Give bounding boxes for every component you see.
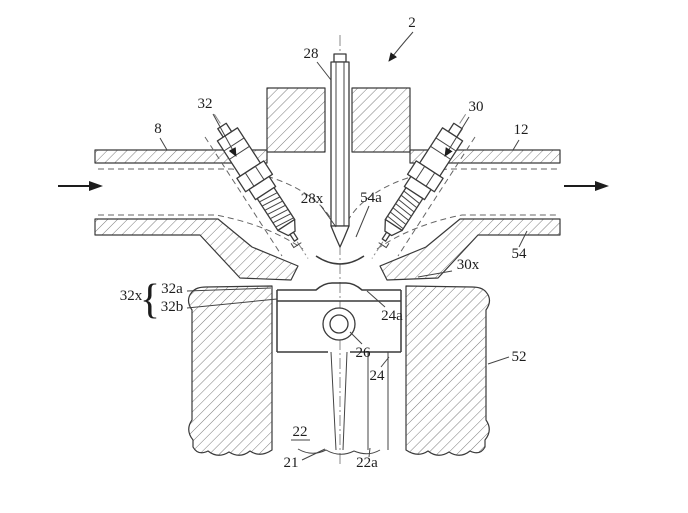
combustion-chamber-dome [315,255,365,265]
label-21: 21 [284,455,299,471]
fuel-injector [330,53,350,248]
label-24: 24 [370,368,386,384]
label-32a: 32a [161,281,183,297]
label-26: 26 [356,345,372,361]
label-2: 2 [408,15,416,31]
piston-assembly [276,282,402,455]
leader-8 [159,137,168,151]
flow-line-left-lower [98,214,304,250]
spark-plug-left [213,113,309,259]
leader-28 [316,61,332,81]
flow-arrow-left [58,181,103,191]
piston-pin-inner [329,314,349,334]
leader-30 [444,116,470,157]
leader-28x [320,205,337,228]
label-30: 30 [469,99,484,115]
label-22: 22 [293,424,308,440]
bore-line-right [397,136,476,257]
connecting-rod-lines [330,351,348,451]
cylinder-block-right [405,285,491,456]
spark-plug-left-threads [259,192,294,228]
label-32x: 32x [120,288,143,304]
label-54: 54 [512,246,528,262]
spark-plug-right-ground-electrode [378,242,390,249]
leader-30x [417,270,453,278]
label-32: 32 [198,96,213,112]
flow-line-right-lower [376,214,557,250]
leader-12 [512,139,520,151]
liner-lines [367,352,389,450]
cylinder-block [187,285,491,456]
spark-plug-right-nose [384,218,403,237]
label-30x: 30x [457,257,480,273]
injector-inner-lines [335,62,345,226]
leader-52 [487,356,510,365]
brace-32x: { [140,277,160,323]
piston-outline [276,282,402,353]
leader-24a [366,290,386,308]
label-24a: 24a [381,308,403,324]
spark-plug-left-nose [277,218,296,237]
spark-plug-left-electrode [289,231,299,242]
bore-line-left [204,136,283,257]
flow-arrow-right [564,181,609,191]
injector-tip [330,225,350,248]
spark-plug-left-hex-lines [244,166,265,187]
reference-labels: 2 28 32 30 8 12 28x 54a 54 30x 32x { 32a… [120,15,529,471]
injector-cap [333,53,347,63]
head-top-block-right [351,87,411,153]
leader-22a [368,447,371,458]
leader-24 [380,356,390,368]
label-8: 8 [154,121,162,137]
label-32b: 32b [161,299,184,315]
injector-body [330,61,350,227]
spark-plug-right-ribs [430,137,457,160]
leader-54a [355,205,370,238]
label-52: 52 [512,349,527,365]
port-right-bottom-wall [379,218,561,281]
label-28: 28 [304,46,319,62]
leader-26 [349,331,363,345]
leader-lines [159,31,528,461]
label-12: 12 [514,122,529,138]
leader-32 [212,113,237,157]
spark-plug-right-hex-lines [415,166,436,187]
leader-32a [186,287,272,292]
spark-plug-right [371,113,467,259]
leader-54 [518,230,528,248]
cylinder-head-body [94,87,561,281]
port-left-bottom-wall [94,218,299,281]
head-top-block-left [266,87,326,153]
torn-bottom-edge [297,448,381,455]
spark-plug-left-ground-electrode [290,242,302,249]
leader-21 [301,448,326,461]
spark-plug-right-threads [387,190,420,230]
leader-2 [388,31,414,62]
cylinder-block-left [187,285,273,456]
label-28x: 28x [301,191,324,207]
leader-32b [186,298,278,309]
port-left-top-wall [94,149,268,164]
label-22a: 22a [356,455,378,471]
spark-plug-right-electrode [381,231,391,242]
label-54a: 54a [360,190,382,206]
spark-plug-left-ribs [223,137,250,160]
